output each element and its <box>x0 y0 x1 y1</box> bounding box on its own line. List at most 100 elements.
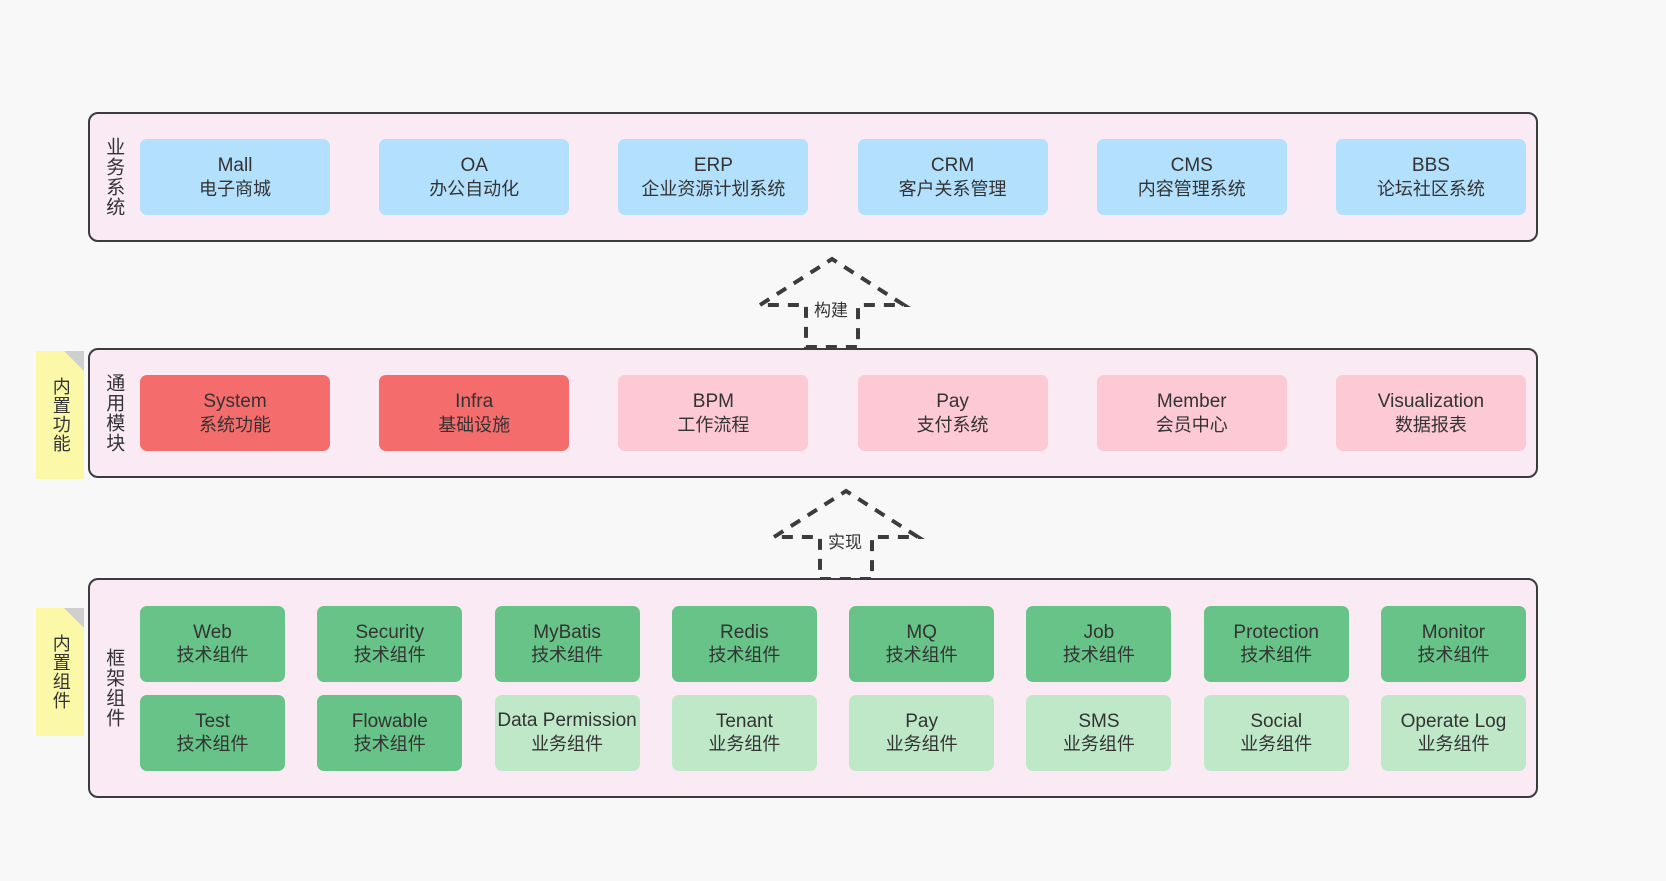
card-system-sub: 系统功能 <box>199 414 271 435</box>
card-flowable[interactable]: Flowable 技术组件 <box>317 694 463 771</box>
card-mq-title: MQ <box>906 621 937 643</box>
layer-title-business: 业务系统 <box>103 137 125 217</box>
note-builtin-components: 内置组件 <box>36 608 84 736</box>
card-redis-sub: 技术组件 <box>708 645 781 666</box>
card-test[interactable]: Test 技术组件 <box>140 694 285 771</box>
card-bbs[interactable]: BBS 论坛社区系统 <box>1335 139 1526 215</box>
card-pay-component-sub: 业务组件 <box>885 734 958 755</box>
card-monitor[interactable]: Monitor 技术组件 <box>1380 605 1526 682</box>
card-social[interactable]: Social 业务组件 <box>1203 694 1349 771</box>
arrow-implement-label: 实现 <box>828 533 862 552</box>
card-web-title: Web <box>193 621 232 643</box>
card-oa-sub: 办公自动化 <box>429 178 520 199</box>
card-data-permission-title: Data Permission <box>497 709 637 731</box>
card-monitor-title: Monitor <box>1421 621 1486 643</box>
card-tenant-title: Tenant <box>715 710 773 732</box>
card-visualization[interactable]: Visualization 数据报表 <box>1335 375 1526 451</box>
card-protection-title: Protection <box>1233 621 1319 643</box>
card-web-sub: 技术组件 <box>176 645 249 666</box>
card-visualization-sub: 数据报表 <box>1394 414 1467 435</box>
card-job[interactable]: Job 技术组件 <box>1026 605 1172 682</box>
card-erp-title: ERP <box>693 155 733 177</box>
card-bbs-title: BBS <box>1411 155 1450 177</box>
card-mq[interactable]: MQ 技术组件 <box>849 605 995 682</box>
card-pay-component[interactable]: Pay 业务组件 <box>849 694 995 771</box>
card-bpm-title: BPM <box>692 391 734 413</box>
card-infra-title: Infra <box>455 391 494 413</box>
note-fold-icon <box>64 351 84 371</box>
card-member[interactable]: Member 会员中心 <box>1096 375 1287 451</box>
card-mall-title: Mall <box>217 155 253 177</box>
framework-row-tech: Web 技术组件 Security 技术组件 MyBatis 技术组件 Redi… <box>140 605 1526 682</box>
card-system[interactable]: System 系统功能 <box>140 375 330 451</box>
card-operate-log[interactable]: Operate Log 业务组件 <box>1380 694 1526 771</box>
card-data-permission[interactable]: Data Permission 业务组件 <box>494 694 640 771</box>
note-builtin-functions-label: 内置功能 <box>50 377 71 453</box>
card-bpm-sub: 工作流程 <box>677 414 750 435</box>
card-mall[interactable]: Mall 电子商城 <box>140 139 330 215</box>
card-security-title: Security <box>355 621 425 643</box>
note-builtin-components-label: 内置组件 <box>50 634 71 710</box>
card-mall-sub: 电子商城 <box>199 178 271 199</box>
card-web[interactable]: Web 技术组件 <box>140 605 285 682</box>
arrow-implement: 实现 <box>766 487 926 582</box>
card-mybatis[interactable]: MyBatis 技术组件 <box>494 605 640 682</box>
card-bbs-sub: 论坛社区系统 <box>1376 178 1485 199</box>
card-pay-module-title: Pay <box>936 391 969 413</box>
card-security[interactable]: Security 技术组件 <box>317 605 463 682</box>
layer-common-modules: 通用模块 System 系统功能 Infra 基础设施 BPM 工作流程 Pay… <box>88 348 1538 478</box>
card-member-sub: 会员中心 <box>1155 414 1228 435</box>
card-visualization-title: Visualization <box>1377 391 1485 413</box>
card-crm-sub: 客户关系管理 <box>898 178 1007 199</box>
card-social-title: Social <box>1250 710 1303 732</box>
card-pay-module[interactable]: Pay 支付系统 <box>857 375 1048 451</box>
framework-row-biz: Test 技术组件 Flowable 技术组件 Data Permission … <box>140 694 1526 771</box>
arrow-build: 构建 <box>752 255 912 350</box>
layer-framework-components: 框架组件 Web 技术组件 Security 技术组件 MyBatis 技术组件… <box>88 578 1538 798</box>
card-data-permission-sub: 业务组件 <box>531 733 604 754</box>
card-tenant[interactable]: Tenant 业务组件 <box>671 694 817 771</box>
card-test-sub: 技术组件 <box>176 734 249 755</box>
card-mybatis-title: MyBatis <box>533 621 601 643</box>
card-crm-title: CRM <box>930 155 975 177</box>
card-redis[interactable]: Redis 技术组件 <box>671 605 817 682</box>
card-member-title: Member <box>1156 391 1227 413</box>
layer-body-modules: System 系统功能 Infra 基础设施 BPM 工作流程 Pay 支付系统… <box>136 350 1536 476</box>
card-tenant-sub: 业务组件 <box>708 734 781 755</box>
card-crm[interactable]: CRM 客户关系管理 <box>857 139 1048 215</box>
card-protection[interactable]: Protection 技术组件 <box>1203 605 1349 682</box>
card-bpm[interactable]: BPM 工作流程 <box>618 375 809 451</box>
arrow-build-shape <box>753 256 911 349</box>
card-cms[interactable]: CMS 内容管理系统 <box>1096 139 1287 215</box>
card-oa[interactable]: OA 办公自动化 <box>379 139 570 215</box>
card-sms[interactable]: SMS 业务组件 <box>1026 694 1172 771</box>
card-pay-component-title: Pay <box>905 710 938 732</box>
card-sms-sub: 业务组件 <box>1062 734 1135 755</box>
note-builtin-functions: 内置功能 <box>36 351 84 479</box>
card-protection-sub: 技术组件 <box>1240 645 1313 666</box>
note-fold-icon <box>64 608 84 628</box>
card-mq-sub: 技术组件 <box>885 645 958 666</box>
card-redis-title: Redis <box>720 621 769 643</box>
card-sms-title: SMS <box>1078 710 1120 732</box>
card-cms-sub: 内容管理系统 <box>1137 178 1246 199</box>
card-social-sub: 业务组件 <box>1240 734 1313 755</box>
card-security-sub: 技术组件 <box>353 645 426 666</box>
card-mybatis-sub: 技术组件 <box>531 645 604 666</box>
card-infra[interactable]: Infra 基础设施 <box>379 375 570 451</box>
card-cms-title: CMS <box>1170 155 1213 177</box>
card-pay-module-sub: 支付系统 <box>916 414 989 435</box>
card-oa-title: OA <box>460 155 488 177</box>
card-flowable-title: Flowable <box>351 710 428 732</box>
card-erp[interactable]: ERP 企业资源计划系统 <box>618 139 809 215</box>
layer-body-framework: Web 技术组件 Security 技术组件 MyBatis 技术组件 Redi… <box>136 580 1536 796</box>
card-infra-sub: 基础设施 <box>438 414 511 435</box>
card-flowable-sub: 技术组件 <box>353 734 426 755</box>
arrow-implement-shape <box>767 488 925 581</box>
card-system-title: System <box>203 391 267 413</box>
layer-title-modules: 通用模块 <box>103 373 125 453</box>
card-monitor-sub: 技术组件 <box>1417 645 1490 666</box>
card-erp-sub: 企业资源计划系统 <box>641 178 786 199</box>
layer-business-system: 业务系统 Mall 电子商城 OA 办公自动化 ERP 企业资源计划系统 CRM… <box>88 112 1538 242</box>
